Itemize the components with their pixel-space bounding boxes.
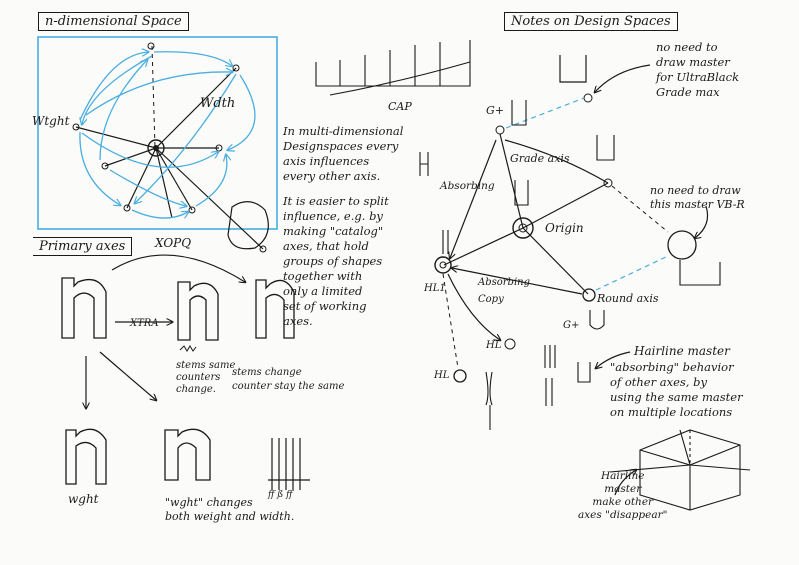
gplus-glyph xyxy=(511,100,527,126)
nd-space-frame xyxy=(37,36,278,230)
xopq-label: XOPQ xyxy=(155,236,192,250)
hl1-glyph xyxy=(442,230,449,254)
round-glyph xyxy=(589,310,605,330)
gplus-label-2: G+ xyxy=(563,320,580,331)
squiggle-mark xyxy=(179,345,197,352)
ultrablack-glyph xyxy=(559,55,587,83)
absorbing-label-2: Absorbing xyxy=(478,277,530,288)
note-split-influence: It is easier to split influence, e.g. by… xyxy=(283,194,389,328)
wght-label: wght xyxy=(68,492,99,506)
copy-arrow xyxy=(447,273,500,340)
arrow-hairline-2 xyxy=(614,470,636,496)
hl1-inner xyxy=(439,261,447,269)
vbr-node xyxy=(667,230,697,260)
hl-bottom-label: HL xyxy=(434,370,450,381)
arrow-xopq xyxy=(111,254,245,282)
grade-axis-curve xyxy=(504,139,609,184)
arrow-no-need-2 xyxy=(695,205,709,238)
gplus-lower-glyphs xyxy=(485,345,591,430)
xtra-label: XTRA xyxy=(130,318,159,329)
copy-label: Copy xyxy=(478,294,504,305)
hairline-disappear-note: Hairline master make other axes "disappe… xyxy=(578,470,668,521)
nd-top-node xyxy=(147,42,155,50)
nd-space-title: n-dimensional Space xyxy=(38,12,189,31)
cap-sketch xyxy=(315,40,471,96)
origin-label: Origin xyxy=(545,221,584,235)
stems-change-note: stems change counter stay the same xyxy=(232,367,345,392)
grade-axis-label: Grade axis xyxy=(510,152,570,165)
absorbing-arrow-1 xyxy=(450,139,497,258)
primary-axes-title: Primary axes xyxy=(33,237,133,256)
hairline-absorbing-note: "absorbing" behavior of other axes, by u… xyxy=(610,360,743,419)
hl-label: HL xyxy=(486,340,502,351)
wght-note: "wght" changes both weight and width. xyxy=(165,496,295,523)
grade-node xyxy=(603,178,613,188)
nd-dashed-axis xyxy=(151,45,156,149)
hairline-master-label: Hairline master xyxy=(634,344,730,358)
nd-endpoints xyxy=(72,64,267,253)
width-label: Wdth xyxy=(200,96,236,111)
ultrablack-node xyxy=(583,93,593,103)
absorbing-arrow-2 xyxy=(452,268,583,295)
nd-loop-shape xyxy=(227,201,269,250)
glyph-n-xtra xyxy=(177,281,219,341)
round-axis-label: Round axis xyxy=(597,292,659,305)
hl-node xyxy=(504,338,516,350)
glyph-n-base xyxy=(61,277,107,339)
absorbing-label-1: Absorbing xyxy=(440,180,495,192)
no-need-vbr: no need to draw this master VB-R xyxy=(650,184,745,211)
glyph-n-wght-2 xyxy=(164,428,211,481)
vbr-glyph xyxy=(679,260,721,286)
gplus-node xyxy=(495,125,505,135)
grade-glyphs xyxy=(419,135,615,206)
hairline-cube xyxy=(609,429,751,511)
hl-bottom-node xyxy=(453,369,467,383)
round-node xyxy=(582,288,596,302)
hl1-node xyxy=(434,256,452,274)
design-spaces-title: Notes on Design Spaces xyxy=(504,12,678,31)
gplus-label: G+ xyxy=(486,104,505,117)
origin-inner xyxy=(518,223,528,233)
arrow-hairline xyxy=(596,351,631,368)
arrow-diag-wght xyxy=(99,351,156,400)
origin-node xyxy=(512,217,534,239)
blue-dashed-g xyxy=(505,97,585,129)
note-multi-dimensional: In multi-dimensional Designspaces every … xyxy=(283,124,404,183)
cap-label: CAP xyxy=(388,100,412,113)
origin-spokes xyxy=(443,133,609,295)
glyph-n-xopq xyxy=(255,279,295,339)
glyph-stems xyxy=(268,438,310,490)
glyph-n-wght xyxy=(65,428,107,485)
weight-label: Wtght xyxy=(32,114,70,128)
stems-same-note: stems same counters change. xyxy=(176,360,236,395)
nd-influence-arrows xyxy=(80,52,256,219)
arrow-no-need-1 xyxy=(595,64,651,92)
blue-dashed-round xyxy=(595,255,669,291)
nd-spokes xyxy=(75,67,264,250)
hl1-label: HL1 xyxy=(424,283,446,294)
no-need-ultrablack: no need to draw master for UltraBlack Gr… xyxy=(656,40,740,99)
small-glyphs-label: ff ß ff xyxy=(268,490,293,500)
